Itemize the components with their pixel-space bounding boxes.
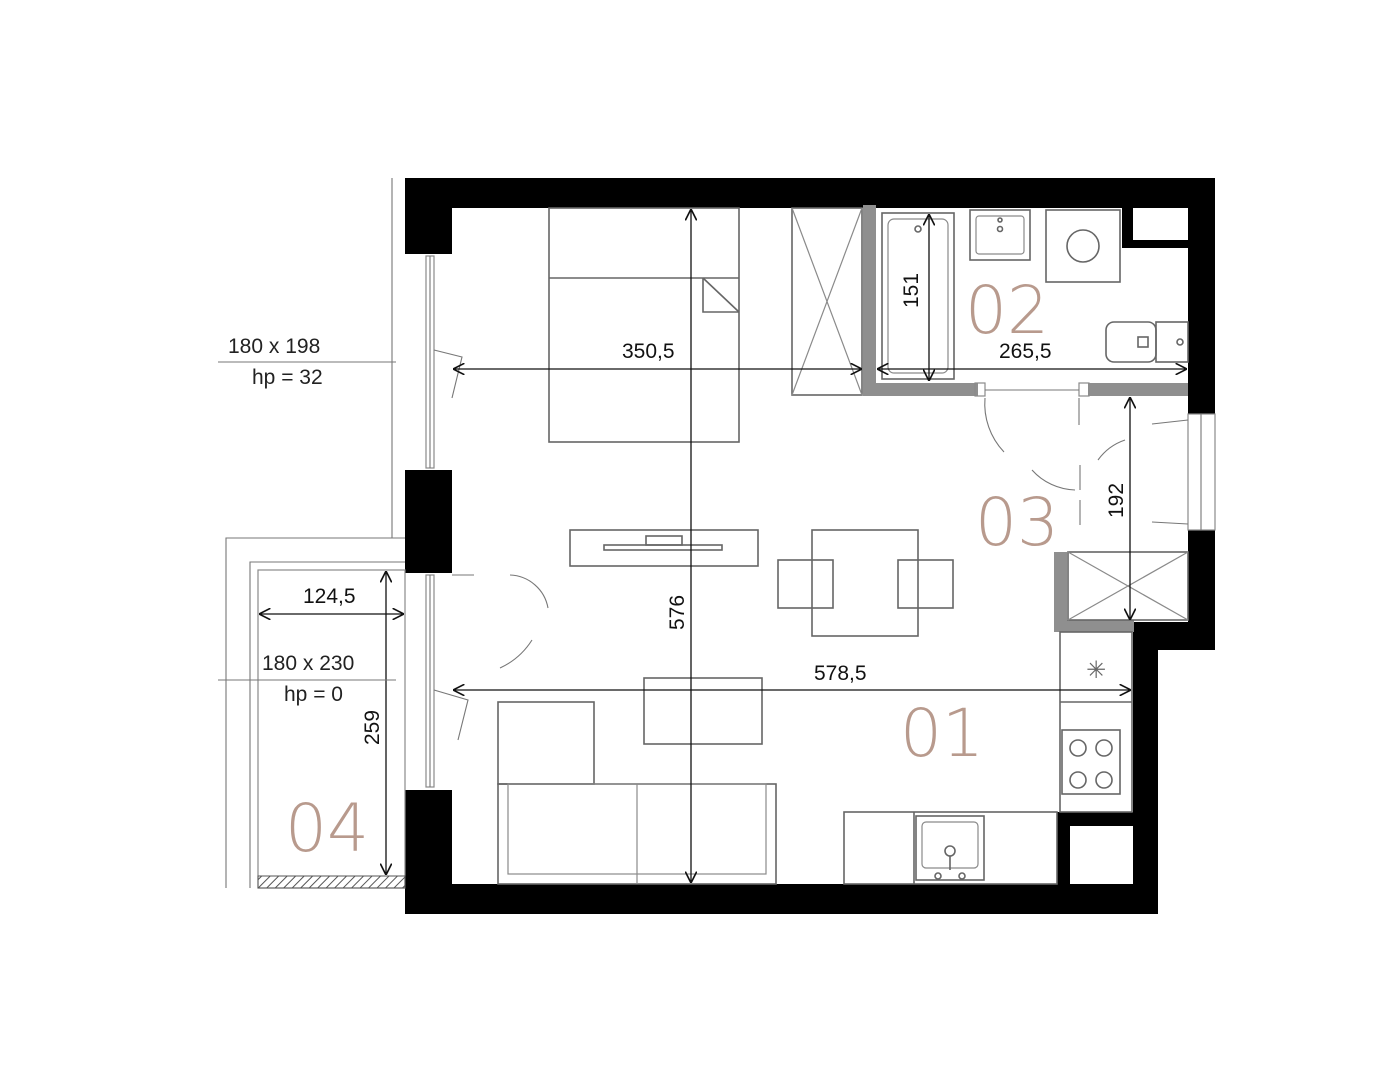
fridge-icon: ✳ bbox=[1086, 656, 1106, 684]
kitchen-counter-bottom bbox=[843, 811, 1058, 885]
cooktop bbox=[1061, 729, 1121, 795]
bathroom-wall-left bbox=[863, 205, 876, 395]
bathtub-drain bbox=[914, 225, 922, 233]
dimension-lines bbox=[218, 209, 1187, 883]
sofa-chaise bbox=[497, 701, 595, 785]
wall-right-bottom bbox=[1133, 622, 1158, 914]
living-furniture bbox=[497, 529, 954, 885]
wall-left-middle bbox=[405, 470, 452, 573]
balcony-door-sash bbox=[433, 689, 469, 741]
dining-chair-left bbox=[777, 559, 834, 609]
dim-living-width: 350,5 bbox=[622, 340, 675, 363]
dim-balcony-width: 124,5 bbox=[303, 585, 356, 608]
wardrobe-wall-left bbox=[1054, 552, 1067, 632]
window-upper-sash bbox=[433, 349, 463, 399]
balcony-outline-outer bbox=[225, 537, 405, 888]
window-lower-sill: hp = 0 bbox=[284, 683, 343, 706]
bed-frame bbox=[548, 207, 740, 443]
partition-walls bbox=[863, 205, 1188, 632]
dining-chair-right bbox=[897, 559, 954, 609]
tv-cabinet bbox=[569, 529, 759, 567]
wall-top bbox=[405, 178, 1215, 208]
shaft-top-void bbox=[1133, 208, 1188, 240]
window-upper-size: 180 x 198 bbox=[228, 335, 320, 358]
window-lower-size: 180 x 230 bbox=[262, 652, 354, 675]
dim-hall-depth: 192 bbox=[1105, 483, 1128, 518]
bathroom-door-swing bbox=[984, 397, 1005, 453]
bed-cover-fold bbox=[702, 278, 739, 313]
entrance-door-swing bbox=[1097, 439, 1126, 461]
doors bbox=[452, 382, 1189, 669]
room-label-02: 02 bbox=[965, 272, 1049, 349]
kitchen: ✳ bbox=[843, 631, 1133, 885]
room-labels: 01 02 03 04 bbox=[285, 272, 1059, 867]
sink bbox=[915, 815, 985, 881]
outer-walls bbox=[405, 178, 1215, 914]
room-label-03: 03 bbox=[975, 484, 1059, 561]
balcony-railing bbox=[257, 875, 406, 889]
room-label-04: 04 bbox=[285, 790, 369, 867]
dim-bath-width: 265,5 bbox=[999, 340, 1052, 363]
washing-machine bbox=[1045, 209, 1121, 283]
bathroom-wall-bottom-left bbox=[863, 383, 978, 396]
dim-balcony-depth: 259 bbox=[361, 710, 384, 745]
door-swing-living-2 bbox=[499, 639, 533, 669]
coffee-table bbox=[643, 677, 763, 745]
dim-bath-depth: 151 bbox=[900, 273, 923, 308]
dim-living-depth: 576 bbox=[666, 595, 689, 630]
wardrobe-box bbox=[791, 207, 863, 396]
bathtub bbox=[881, 212, 955, 380]
windows bbox=[425, 255, 1216, 788]
balcony-outline-inner bbox=[249, 561, 405, 888]
window-annotations: 180 x 198 hp = 32 180 x 230 hp = 0 bbox=[228, 335, 354, 706]
bathroom-wall-bottom-right bbox=[1088, 383, 1188, 396]
window-upper-sill: hp = 32 bbox=[252, 366, 323, 389]
wall-bottom bbox=[405, 884, 1158, 914]
wall-right-top bbox=[1188, 178, 1215, 414]
shaft-bottom-void bbox=[1070, 826, 1133, 884]
dim-kitchen-width: 578,5 bbox=[814, 662, 867, 685]
tv-stand bbox=[645, 535, 683, 546]
dining-table bbox=[811, 529, 919, 637]
kitchen-counter-right bbox=[1059, 631, 1133, 813]
bathroom-door-jamb-right bbox=[1078, 382, 1090, 397]
washing-machine-drum bbox=[1066, 229, 1100, 263]
door-swing-living-1 bbox=[509, 574, 549, 609]
wardrobe-hall bbox=[1067, 551, 1189, 621]
wardrobe-wall-bottom bbox=[1054, 620, 1134, 632]
wall-left-top bbox=[405, 178, 452, 254]
wardrobe-bedroom bbox=[791, 207, 863, 396]
toilet-tank bbox=[1155, 321, 1189, 363]
bathroom-door-swing-2 bbox=[1031, 469, 1076, 491]
dimension-labels: 350,5 576 578,5 151 265,5 192 124,5 259 bbox=[303, 273, 1128, 745]
washbasin bbox=[969, 209, 1031, 261]
bed bbox=[548, 207, 740, 443]
room-label-01: 01 bbox=[900, 695, 984, 772]
balcony bbox=[225, 178, 406, 889]
